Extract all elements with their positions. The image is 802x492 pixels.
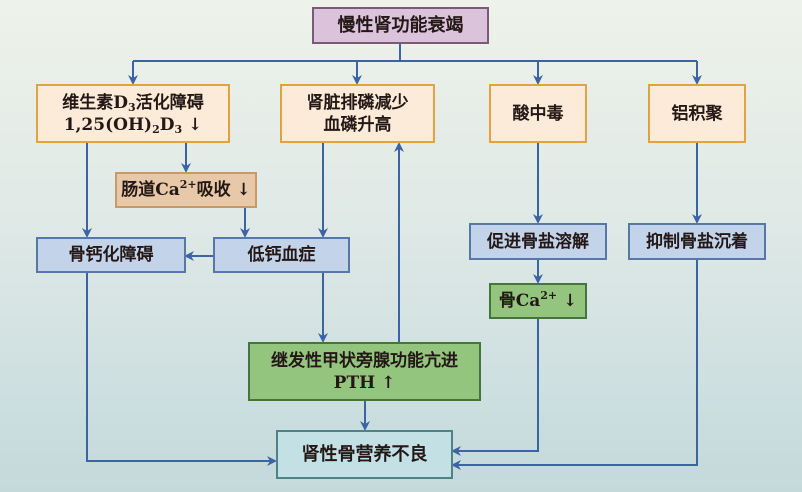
node-label: 肠道Ca2+吸收 ↓	[121, 178, 251, 200]
node-label: 酸中毒	[512, 103, 564, 124]
node-aluminum-accumulation: 铝积聚	[648, 84, 746, 143]
node-secondary-hyperparathyroidism: 继发性甲状旁腺功能亢进 PTH ↑	[248, 342, 481, 401]
node-bone-salt-dissolution: 促进骨盐溶解	[469, 223, 607, 260]
node-label-line1: 继发性甲状旁腺功能亢进	[271, 350, 458, 371]
node-label-line2: 1,25(OH)2D3 ↓	[63, 114, 203, 136]
node-label: 肾性骨营养不良	[301, 443, 428, 465]
node-phosphate-retention: 肾脏排磷减少 血磷升高	[280, 84, 435, 143]
arrow-calcification-to-outcome	[86, 273, 277, 466]
node-label-line1: 肾脏排磷减少	[306, 92, 409, 113]
node-label: 骨钙化障碍	[68, 245, 154, 265]
node-bone-salt-deposition: 抑制骨盐沉着	[628, 223, 766, 260]
arrow-boneca-to-outcome	[451, 318, 539, 456]
node-label-line2: PTH ↑	[333, 372, 396, 393]
node-label: 促进骨盐溶解	[487, 231, 589, 252]
node-label-line1: 维生素D3活化障碍	[62, 92, 204, 114]
node-label: 铝积聚	[671, 103, 723, 124]
node-intestinal-calcium: 肠道Ca2+吸收 ↓	[115, 172, 257, 208]
node-hypocalcemia: 低钙血症	[213, 237, 350, 273]
node-label: 抑制骨盐沉着	[646, 231, 748, 252]
node-vitamin-d-activation: 维生素D3活化障碍 1,25(OH)2D3 ↓	[36, 84, 230, 143]
arrow-deposit-to-outcome	[451, 260, 698, 470]
node-label-line2: 血磷升高	[323, 114, 392, 135]
node-acidosis: 酸中毒	[489, 84, 587, 143]
node-bone-calcium: 骨Ca2+ ↓	[489, 283, 587, 319]
node-label: 低钙血症	[247, 245, 316, 265]
node-calcification-disorder: 骨钙化障碍	[36, 237, 186, 273]
node-label: 慢性肾功能衰竭	[337, 14, 464, 36]
node-label: 骨Ca2+ ↓	[498, 289, 578, 311]
node-renal-osteodystrophy: 肾性骨营养不良	[276, 430, 453, 479]
node-chronic-renal-failure: 慢性肾功能衰竭	[312, 7, 489, 44]
